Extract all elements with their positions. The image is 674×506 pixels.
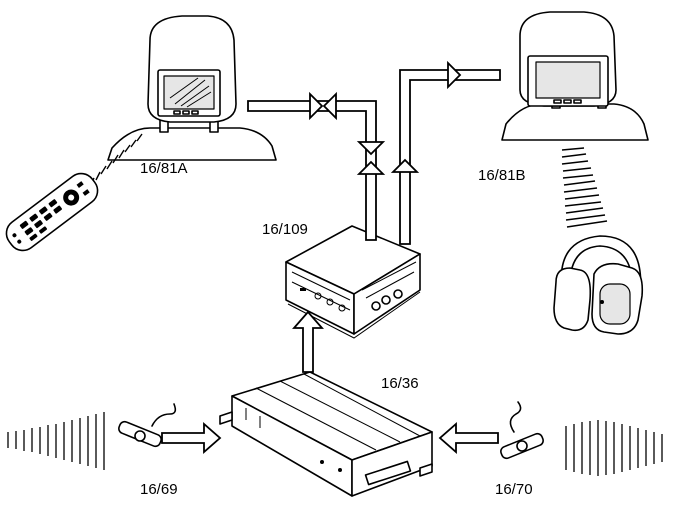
headrest-monitor-right-icon [501, 11, 649, 141]
label-monitor-left: 16/81A [140, 160, 188, 177]
ir-beam-down-icon [561, 147, 608, 228]
remote-control-icon [5, 172, 99, 252]
label-antenna-right: 16/70 [495, 481, 533, 498]
label-antenna-left: 16/69 [140, 481, 178, 498]
antenna-right-icon [500, 401, 544, 460]
signal-waves-right-icon [565, 420, 663, 476]
flow-arrow-antenna-right [438, 422, 499, 454]
headrest-monitor-left-icon [107, 15, 277, 161]
flow-arrow-dvd-to-monitor [390, 60, 501, 245]
label-dvd-player: 16/109 [262, 221, 308, 238]
label-receiver-box: 16/36 [381, 375, 419, 392]
dvd-player-icon [285, 225, 421, 339]
wireless-headphones-icon [553, 235, 644, 335]
label-monitor-right: 16/81B [478, 167, 526, 184]
signal-waves-left-icon [7, 412, 105, 470]
receiver-box-icon [219, 371, 433, 497]
flow-arrow-monitor-to-dvd [247, 91, 386, 241]
flow-arrow-receiver-to-dvd [292, 310, 324, 373]
flow-arrow-antenna-left [161, 422, 222, 454]
antenna-left-icon [118, 403, 177, 448]
